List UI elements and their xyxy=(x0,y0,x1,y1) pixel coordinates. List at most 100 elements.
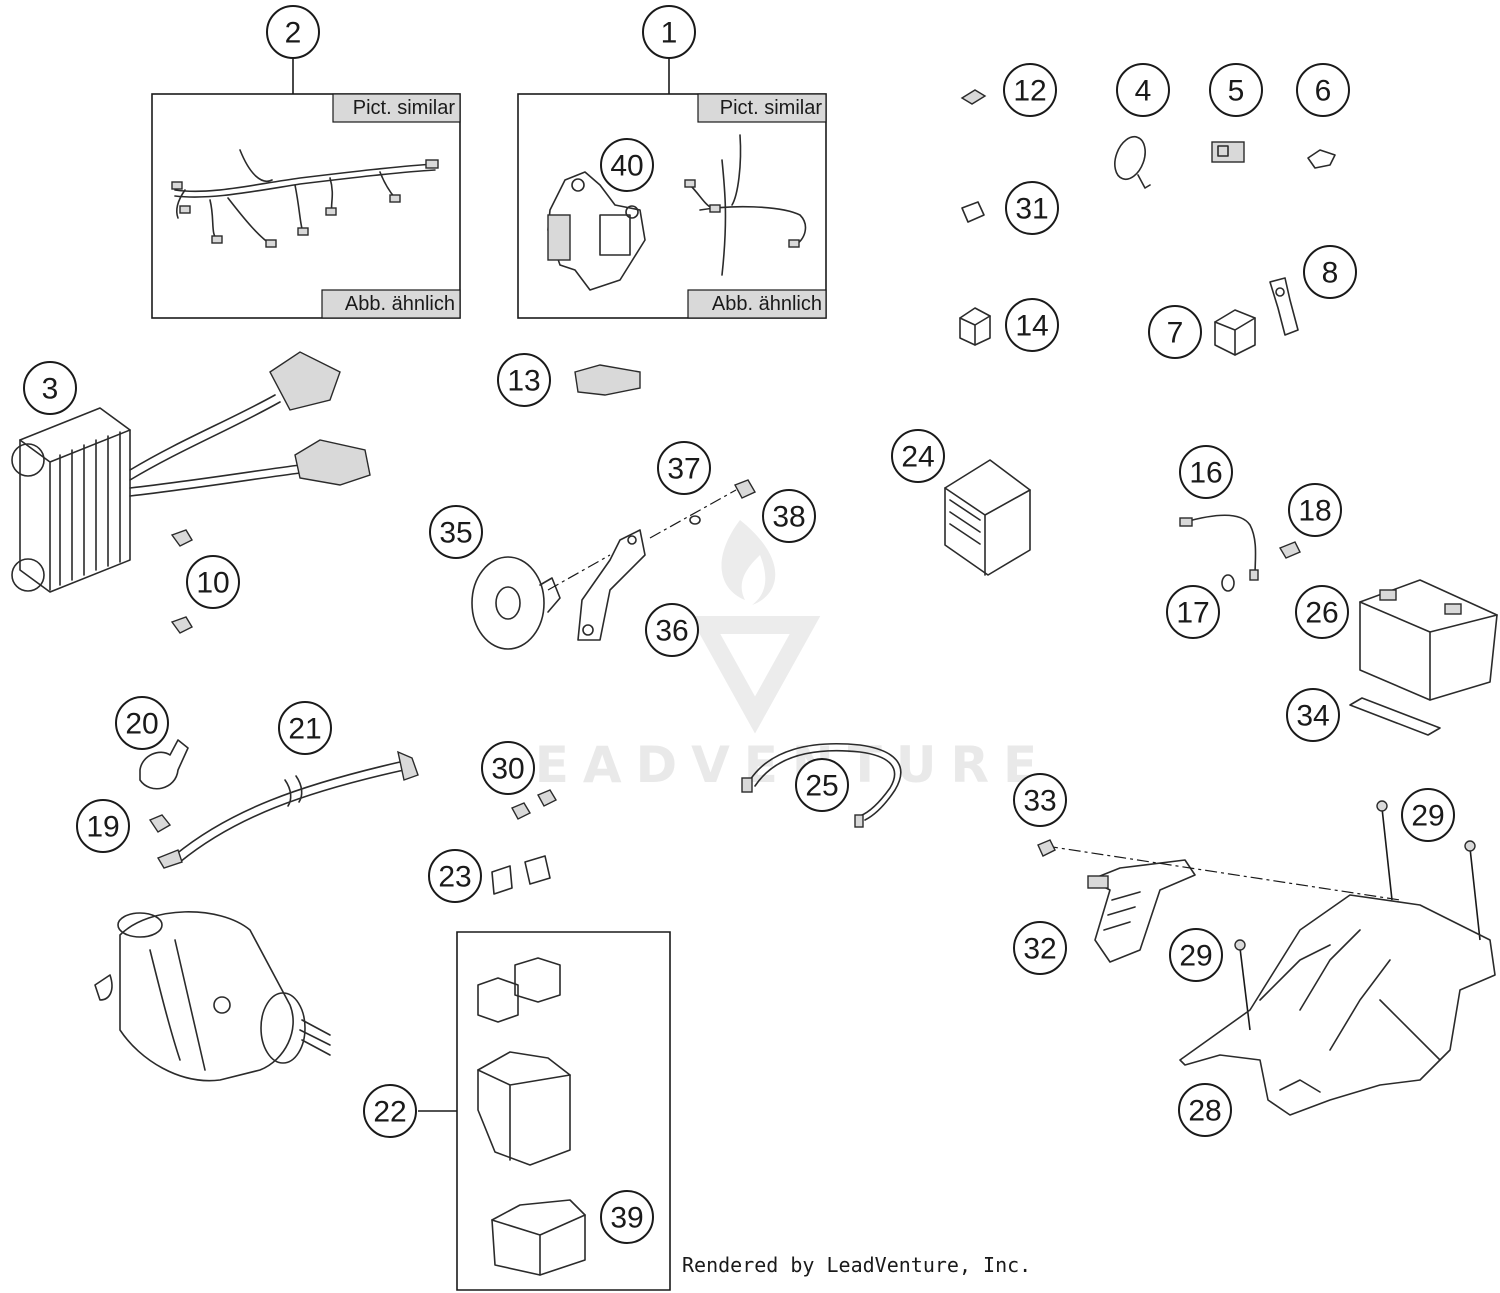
callout-number: 4 xyxy=(1135,75,1152,108)
callout-number: 32 xyxy=(1023,933,1056,966)
callout-number: 22 xyxy=(373,1096,406,1129)
callout-number: 28 xyxy=(1188,1095,1221,1128)
callout-16: 16 xyxy=(1179,445,1233,499)
callout-19: 19 xyxy=(76,799,130,853)
callout-number: 12 xyxy=(1013,75,1046,108)
tag-abb-aehnlich-2: Abb. ähnlich xyxy=(321,289,461,319)
callout-23: 23 xyxy=(428,849,482,903)
callout-25: 25 xyxy=(795,758,849,812)
credit-text: Rendered by LeadVenture, Inc. xyxy=(682,1253,1031,1277)
callout-29: 29 xyxy=(1401,788,1455,842)
horn-35 xyxy=(471,554,611,650)
callout-number: 3 xyxy=(42,373,59,406)
bracket-40 xyxy=(547,171,646,291)
wiring-harness xyxy=(171,149,439,248)
callout-5: 5 xyxy=(1209,63,1263,117)
callout-number: 8 xyxy=(1322,257,1339,290)
callout-12: 12 xyxy=(1003,63,1057,117)
callout-4: 4 xyxy=(1116,63,1170,117)
callout-13: 13 xyxy=(497,353,551,407)
callout-number: 35 xyxy=(439,517,472,550)
harness-wire xyxy=(684,134,807,276)
callout-number: 6 xyxy=(1315,75,1332,108)
harness-box-2: Pict. similar Abb. ähnlich xyxy=(151,93,461,319)
connector-5 xyxy=(1211,141,1245,163)
svg-text:Pict. similar: Pict. similar xyxy=(720,97,823,119)
callout-number: 18 xyxy=(1298,495,1331,528)
callout-number: 10 xyxy=(196,567,229,600)
bracket-36 xyxy=(577,529,646,641)
battery-26 xyxy=(1359,579,1498,701)
clip-6 xyxy=(1307,149,1336,169)
callout-21: 21 xyxy=(278,701,332,755)
regulator-3 xyxy=(11,351,371,593)
callout-number: 29 xyxy=(1411,800,1444,833)
callout-30: 30 xyxy=(481,741,535,795)
fuse-holder-31 xyxy=(961,201,985,223)
screw-10 xyxy=(170,529,193,634)
callout-1: 1 xyxy=(642,5,696,59)
callout-number: 38 xyxy=(772,501,805,534)
callout-number: 13 xyxy=(507,365,540,398)
callout-28: 28 xyxy=(1178,1083,1232,1137)
relay-7 xyxy=(1214,309,1256,356)
callout-20: 20 xyxy=(115,696,169,750)
callout-32: 32 xyxy=(1013,921,1067,975)
callout-number: 7 xyxy=(1167,317,1184,350)
control-unit-24 xyxy=(944,459,1031,576)
callout-36: 36 xyxy=(645,603,699,657)
callout-17: 17 xyxy=(1166,585,1220,639)
callout-number: 40 xyxy=(610,150,643,183)
svg-text:Pict. similar: Pict. similar xyxy=(353,97,456,119)
cable-25 xyxy=(741,742,902,828)
callout-number: 31 xyxy=(1015,193,1048,226)
callout-2: 2 xyxy=(266,5,320,59)
tag-abb-aehnlich-1: Abb. ähnlich xyxy=(687,289,827,319)
tag-pict-similar-1: Pict. similar xyxy=(697,93,827,123)
callout-33: 33 xyxy=(1013,773,1067,827)
starter-motor xyxy=(94,911,331,1082)
svg-text:Abb. ähnlich: Abb. ähnlich xyxy=(345,293,455,315)
callout-number: 1 xyxy=(661,17,678,50)
fuse-box-32 xyxy=(1087,859,1196,963)
washer-37 xyxy=(689,515,701,525)
callout-number: 37 xyxy=(667,453,700,486)
screws-30 xyxy=(511,789,557,820)
callout-14: 14 xyxy=(1005,298,1059,352)
callout-26: 26 xyxy=(1295,585,1349,639)
callout-10: 10 xyxy=(186,555,240,609)
fuse-12 xyxy=(960,89,987,105)
callout-40: 40 xyxy=(600,138,654,192)
callout-34: 34 xyxy=(1286,688,1340,742)
relay-box-22 xyxy=(456,931,671,1291)
cable-tie-4 xyxy=(1114,135,1151,189)
screw-18 xyxy=(1278,541,1301,559)
screws-29 xyxy=(1234,800,1481,1031)
pad-34 xyxy=(1349,697,1441,736)
tag-pict-similar-2: Pict. similar xyxy=(332,93,461,123)
callout-22: 22 xyxy=(363,1084,417,1138)
callout-6: 6 xyxy=(1296,63,1350,117)
callout-37: 37 xyxy=(657,441,711,495)
caps-23 xyxy=(491,855,551,895)
starter-cable-21 xyxy=(156,750,419,869)
callout-number: 19 xyxy=(86,811,119,844)
callout-number: 39 xyxy=(610,1202,643,1235)
ground-cable-16 xyxy=(1179,514,1259,581)
callout-number: 14 xyxy=(1015,310,1048,343)
callout-number: 29 xyxy=(1179,940,1212,973)
nut-33 xyxy=(1037,839,1056,857)
callout-number: 24 xyxy=(901,441,934,474)
callout-29: 29 xyxy=(1169,928,1223,982)
callout-38: 38 xyxy=(762,489,816,543)
callout-18: 18 xyxy=(1288,483,1342,537)
washer-17 xyxy=(1221,574,1235,592)
relay-14 xyxy=(959,307,991,346)
callout-number: 36 xyxy=(655,615,688,648)
watermark-text: LEADVENTURE xyxy=(489,736,1051,794)
callout-number: 20 xyxy=(125,708,158,741)
callout-number: 17 xyxy=(1176,597,1209,630)
svg-text:Abb. ähnlich: Abb. ähnlich xyxy=(712,293,822,315)
nut-38 xyxy=(649,479,756,539)
